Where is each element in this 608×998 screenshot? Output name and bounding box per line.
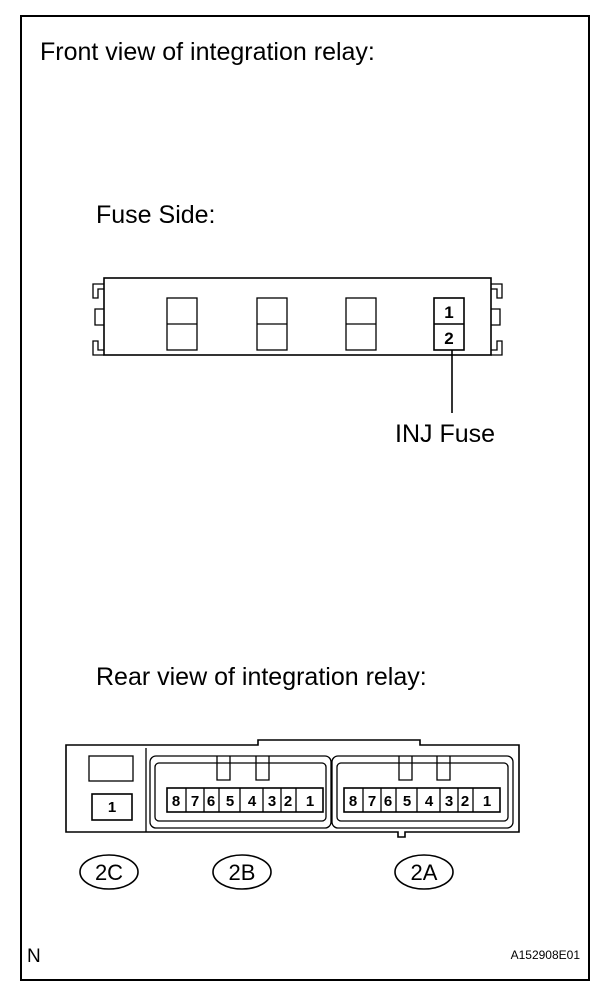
connector-2c-id: 2C — [95, 860, 123, 885]
fuse-block: 1 2 — [92, 277, 503, 356]
connector-2a-pin-6: 6 — [384, 793, 392, 810]
connector-2a-pin-4: 4 — [425, 793, 434, 810]
connector-2b-pin-4: 4 — [248, 793, 257, 810]
connector-2a-pin-5: 5 — [403, 793, 411, 810]
connector-2a-pin-1: 1 — [483, 793, 491, 810]
connector-2b-callout: 2B — [212, 854, 272, 890]
connector-2c-callout: 2C — [79, 854, 139, 890]
corner-mark: N — [27, 946, 41, 967]
connector-2b-pin-1: 1 — [306, 793, 314, 810]
fuse-slot — [166, 297, 198, 351]
connector-2b-pin-8: 8 — [172, 793, 180, 810]
connector-2b-pin-2: 2 — [284, 793, 292, 810]
connector-2b-body: 8 7 6 5 4 3 2 1 — [149, 755, 332, 829]
outer-frame — [20, 15, 590, 981]
connector-2a-pin-7: 7 — [368, 793, 376, 810]
connector-2a-callout: 2A — [394, 854, 454, 890]
connector-2b-pin-7: 7 — [191, 793, 199, 810]
connector-2c-body: 1 — [88, 755, 134, 821]
connector-2c-pin: 1 — [108, 799, 116, 816]
connector-2a-pin-2: 2 — [461, 793, 469, 810]
fuse-slot — [345, 297, 377, 351]
connector-2b-pin-6: 6 — [207, 793, 215, 810]
inj-fuse-label: INJ Fuse — [395, 420, 495, 448]
connector-2b-pin-5: 5 — [226, 793, 234, 810]
connector-2b-pin-3: 3 — [268, 793, 276, 810]
fuse-terminal-2: 2 — [444, 329, 453, 348]
rear-connector-housing: 1 8 7 6 5 4 3 2 1 — [65, 739, 520, 838]
connector-2b-id: 2B — [229, 860, 256, 885]
connector-2a-id: 2A — [411, 860, 438, 885]
inj-fuse-slot: 1 2 — [433, 297, 465, 351]
front-view-heading: Front view of integration relay: — [40, 38, 375, 66]
connector-2a-body: 8 7 6 5 4 3 2 1 — [331, 755, 514, 829]
connector-2a-pin-3: 3 — [445, 793, 453, 810]
connector-2a-pin-8: 8 — [349, 793, 357, 810]
fuse-side-heading: Fuse Side: — [96, 201, 216, 229]
figure-code: A152908E01 — [511, 948, 581, 962]
fuse-slot — [256, 297, 288, 351]
rear-view-heading: Rear view of integration relay: — [96, 663, 427, 691]
fuse-terminal-1: 1 — [444, 303, 453, 322]
